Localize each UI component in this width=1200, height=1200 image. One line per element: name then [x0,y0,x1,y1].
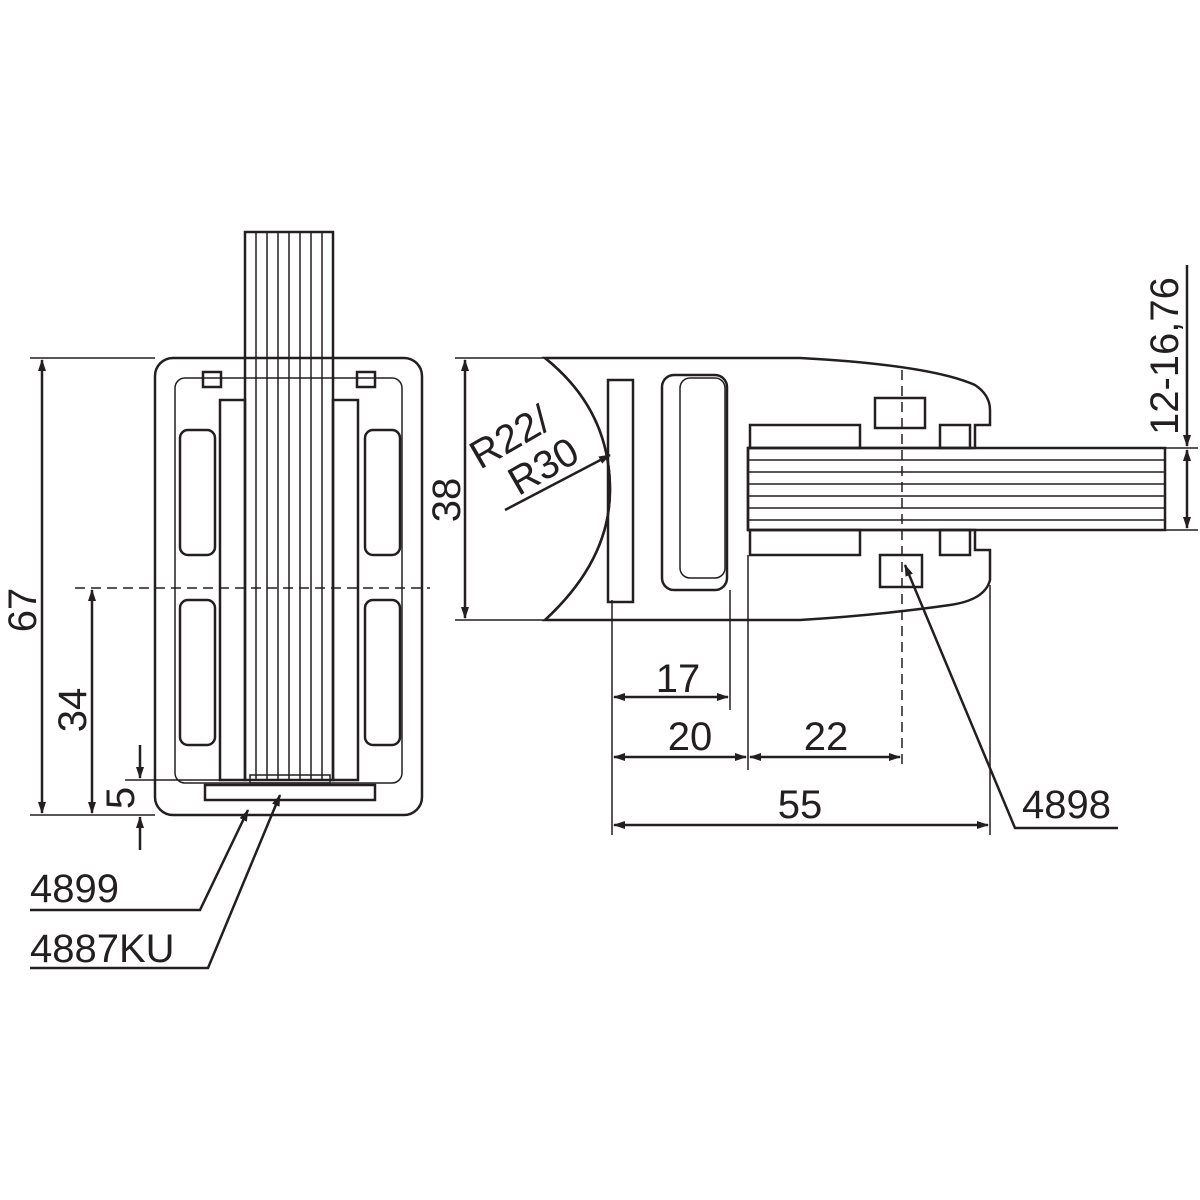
dim-34: 34 [51,688,95,733]
void-left-top [178,428,217,557]
dim-5: 5 [99,787,143,809]
dim-55: 55 [778,783,823,827]
part-label-4898: 4898 [1022,783,1111,827]
side-view: 38 R22/ R30 17 20 22 55 12-16,76 4898 [425,265,1198,835]
dim-38: 38 [425,478,469,523]
base-plate [203,783,377,802]
dim-20: 20 [668,715,713,759]
glass-thickness-label: 12-16,76 [1143,277,1187,435]
dim-22: 22 [804,715,849,759]
void-right-bottom [363,598,402,747]
clamp-insert-left [218,398,247,782]
dim-17: 17 [656,657,701,701]
gasket [249,774,331,784]
part-label-4899: 4899 [30,867,119,911]
void-right-top [363,428,402,557]
front-view: 67 34 5 4899 4887KU [1,230,430,971]
slot [660,373,729,592]
part-label-4887KU: 4887KU [30,927,175,971]
dim-67: 67 [1,588,45,633]
clamp-insert-right [331,398,360,782]
void-left-bottom [178,598,217,747]
